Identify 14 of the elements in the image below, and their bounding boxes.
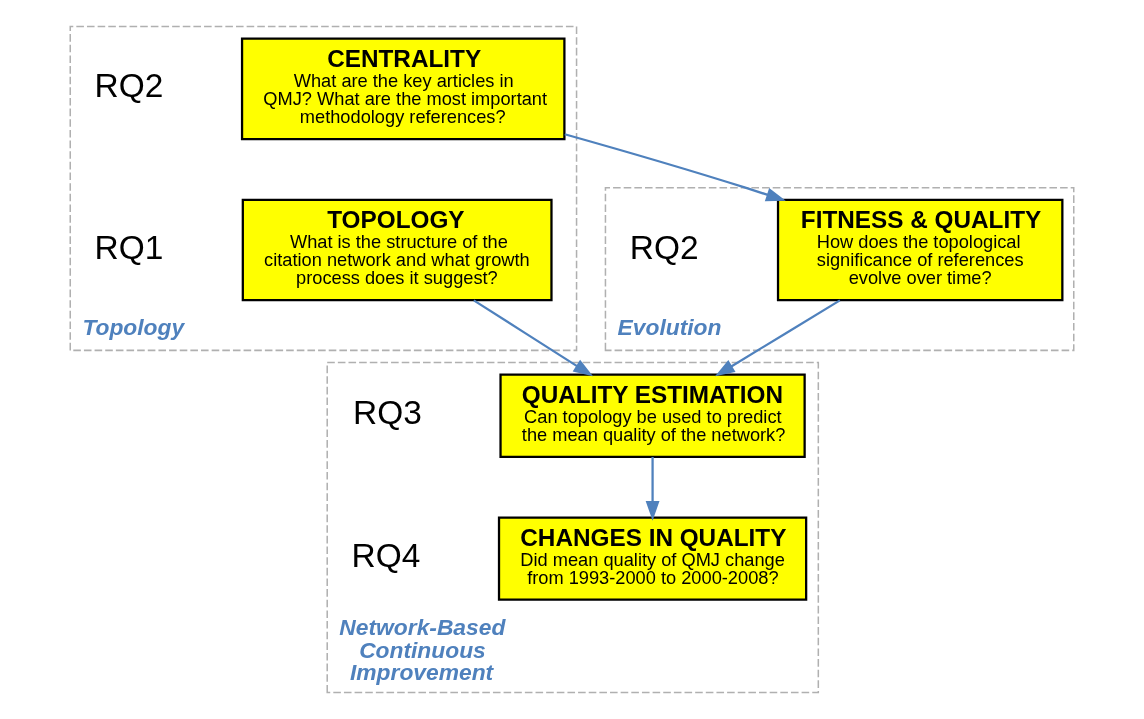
node-label: RQ1 (94, 228, 164, 266)
node-label: RQ3 (353, 394, 422, 432)
arrow (645, 457, 660, 521)
arrow (564, 133, 786, 202)
node-box: FITNESS & QUALITY How does the topological significance of references evolve over time? (776, 198, 1064, 302)
node-label: RQ2 (94, 67, 164, 105)
node-label: RQ4 (351, 537, 421, 575)
node-label: RQ2 (629, 228, 699, 266)
arrow (715, 299, 841, 377)
node-box: CENTRALITY What are the key articles in QMJ? What are the most important methodology references? (240, 37, 566, 141)
node-box: QUALITY ESTIMATION Can topology be used to predict the mean quality of the network? (499, 373, 806, 458)
node-box: TOPOLOGY What is the structure of the citation network and what growth process does it suggest? (241, 198, 553, 302)
node-box: CHANGES IN QUALITY Did mean quality of QMJ change from 1993-2000 to 2000-2008? (497, 516, 808, 601)
arrow (473, 299, 594, 377)
